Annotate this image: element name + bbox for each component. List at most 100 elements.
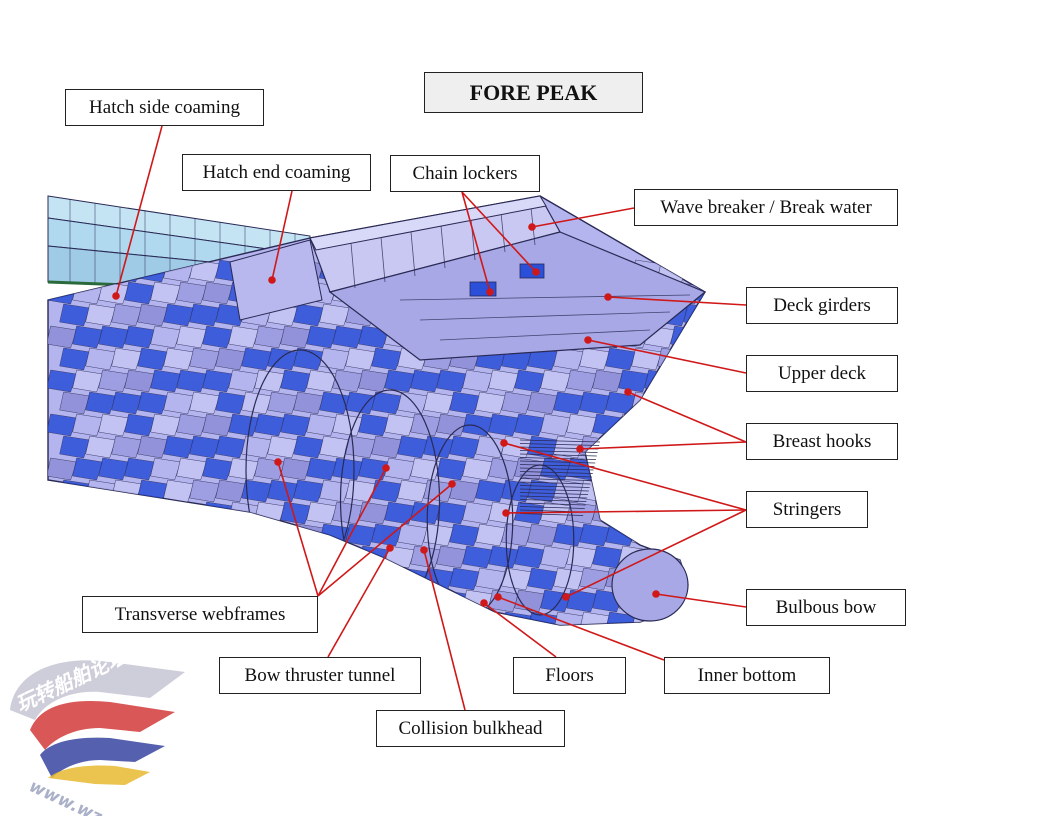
hull-plate-cell <box>137 435 168 459</box>
label-upper-deck: Upper deck <box>746 355 898 392</box>
hull-plate-cell <box>541 634 571 656</box>
hull-plate-cell <box>85 303 116 327</box>
hull-plate-cell <box>489 634 519 656</box>
hull-plate-cell <box>267 347 298 371</box>
hull-plate-cell <box>384 501 415 525</box>
leader-line-hatch-end-coaming <box>271 190 293 281</box>
hull-plate-cell <box>293 479 324 503</box>
hull-plate-cell <box>124 457 155 481</box>
hull-plate-cell <box>618 369 649 393</box>
leader-line-transverse-webframes <box>317 483 453 597</box>
hull-plate-cell <box>163 347 194 371</box>
hull-plate-cell <box>137 391 168 415</box>
hull-plate-cell <box>710 304 740 326</box>
label-chain-lockers: Chain lockers <box>390 155 540 192</box>
hull-plate-cell <box>85 479 116 503</box>
hull-plate-cell <box>267 435 298 459</box>
hull-plate-cell <box>710 568 740 590</box>
hull-plate-cell <box>437 634 467 656</box>
hull-plate-cell <box>657 435 688 459</box>
stringer-line <box>519 460 596 464</box>
hull-plate-cell <box>228 325 259 349</box>
hull-plate-cell <box>267 523 298 547</box>
hull-plate-cell <box>345 611 376 625</box>
hull-plate-cell <box>371 347 402 371</box>
hull-plate-cell <box>241 435 272 459</box>
hull-plate-cell <box>267 567 298 591</box>
hull-plate-cell <box>59 567 90 591</box>
hull-plate-cell <box>72 369 103 393</box>
hull-plate-cell <box>670 369 701 393</box>
hull-plate-cell <box>124 413 155 437</box>
hull-plate-cell <box>48 369 77 393</box>
hull-plate-cell <box>657 347 688 371</box>
hull-plate-cell <box>137 303 168 327</box>
hull-plate-cell <box>229 634 259 656</box>
hull-plate-cell <box>683 259 705 283</box>
hull-plate-cell <box>670 325 701 349</box>
hull-plate-cell <box>527 391 558 415</box>
hull-plate-cell <box>423 611 454 625</box>
hull-plate-cell <box>124 369 155 393</box>
hull-plate-cell <box>306 545 337 569</box>
hull-plate-cell <box>59 347 90 371</box>
hull-plate-cell <box>150 325 181 349</box>
hull-plate-cell <box>514 369 545 393</box>
hull-plate-cell <box>463 634 493 656</box>
hull-plate-cell <box>358 413 389 437</box>
hull-plate-cell <box>618 501 649 525</box>
leader-dot-transverse-webframes <box>274 458 282 466</box>
hull-plate-cell <box>475 391 506 415</box>
hull-plate-cell <box>397 479 428 503</box>
hull-plate-cell <box>319 391 350 415</box>
hull-plate-cell <box>567 634 597 656</box>
hull-plate-cell <box>215 479 246 503</box>
hull-plate-cell <box>371 611 402 625</box>
hull-plate-cell <box>255 634 285 656</box>
hull-plate-cell <box>59 303 90 327</box>
hull-plate-cell <box>319 303 350 327</box>
hull-plate-cell <box>72 545 103 569</box>
hull-plate-cell <box>319 611 350 625</box>
leader-line-chain-lockers <box>461 191 491 293</box>
hull-plate-cell <box>475 435 506 459</box>
stringer-line <box>519 439 601 443</box>
hull-plate-cell <box>410 589 441 613</box>
hull-plate-cell <box>85 391 116 415</box>
hull-plate-cell <box>723 546 753 568</box>
hull-plate-cell <box>644 501 675 525</box>
hull-plate-cell <box>540 413 571 437</box>
hull-plate-cell <box>736 392 766 414</box>
hull-plate-cell <box>202 413 233 437</box>
leader-dot-stringers <box>502 509 510 517</box>
hull-plate-cell <box>710 612 740 634</box>
leader-dot-wave-breaker <box>528 223 536 231</box>
hull-plate-cell <box>98 413 129 437</box>
hull-plate-cell <box>189 259 220 283</box>
hull-plate-cell <box>644 413 675 437</box>
hull-plate-cell <box>683 479 705 503</box>
hull-plate-cell <box>85 347 116 371</box>
hull-plate-cell <box>150 545 181 569</box>
stringer-line <box>519 485 590 488</box>
hull-plate-cell <box>696 325 705 349</box>
hull-plate-cell <box>59 435 90 459</box>
leader-dot-bow-thruster-tunnel <box>386 544 394 552</box>
hull-plate-cell <box>683 303 705 327</box>
hull-plate-cell <box>332 369 363 393</box>
hull-plate-cell <box>449 391 480 415</box>
leader-dot-transverse-webframes <box>448 480 456 488</box>
hull-plate-cell <box>189 347 220 371</box>
hull-plate-cell <box>293 567 324 591</box>
hull-plate-cell <box>189 523 220 547</box>
hull-plate-cell <box>436 369 467 393</box>
hull-plate-cell <box>111 303 142 327</box>
hull-plate-cell <box>710 524 740 546</box>
hull-plate-cell <box>267 391 298 415</box>
hull-plate-cell <box>332 413 363 437</box>
leader-line-stringers <box>505 509 747 514</box>
hull-plate-cell <box>736 568 766 590</box>
hull-plate-cell <box>371 523 402 547</box>
hull-plate-cell <box>670 457 701 481</box>
